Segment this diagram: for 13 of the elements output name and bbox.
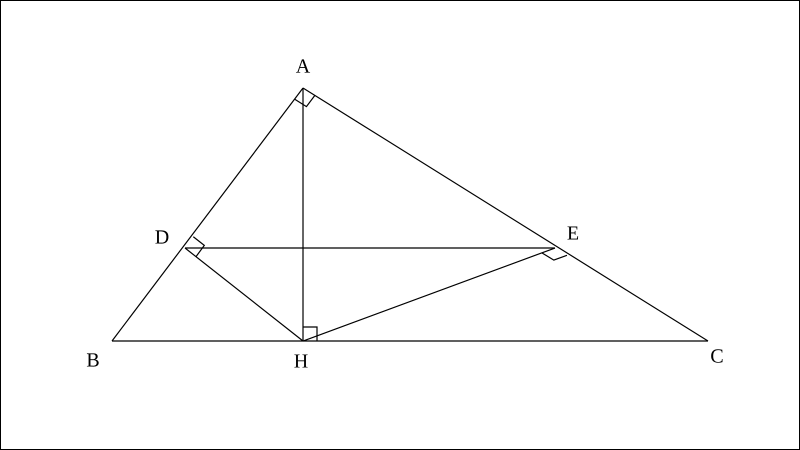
point-label: H [294,354,308,368]
line-segment [302,88,304,341]
line-segment [112,88,304,342]
point-label: E [567,226,578,240]
line-segment [302,88,708,342]
point-label: A [296,59,310,73]
point-label: D [155,230,168,244]
line-segment [302,247,556,342]
point-label: B [86,353,99,367]
point-label: C [711,349,723,363]
line-segment [184,248,304,342]
line-segment [112,340,708,342]
line-segment [185,247,555,249]
